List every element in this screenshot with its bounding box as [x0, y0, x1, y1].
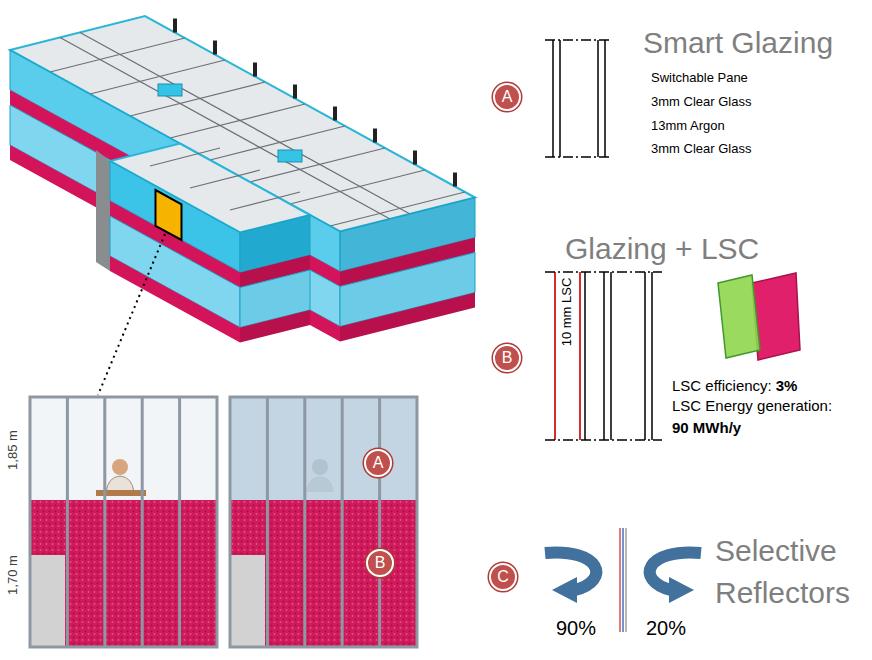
spec-value: 90 MWh/y [672, 419, 741, 436]
lsc-panel [230, 500, 417, 647]
section-heading: Selective Reflectors [715, 530, 865, 614]
reflector-line [622, 528, 624, 632]
mullions [267, 397, 379, 647]
building-model [10, 16, 475, 395]
layer-label: 13mm Argon [651, 119, 725, 134]
person-shadow [306, 476, 334, 492]
callout-circle: B [493, 344, 521, 372]
glazing-clear [30, 397, 217, 500]
person-shadow [312, 459, 328, 475]
callout-circle: A [364, 449, 392, 477]
reflector-section [545, 528, 701, 632]
person-body [106, 476, 134, 492]
spec-value: 3% [776, 377, 798, 394]
grey-panel [30, 555, 65, 647]
layer-label: Switchable Pane [651, 71, 748, 86]
callout-letter: C [497, 569, 509, 585]
mullions [67, 397, 179, 647]
percentage-label: 20% [646, 617, 686, 640]
arrow-head [552, 577, 577, 603]
percentage-label: 90% [556, 617, 596, 640]
arrow-head [669, 577, 694, 603]
layer-label: 3mm Clear Glass [651, 142, 751, 157]
leader-dotted [98, 234, 165, 395]
lsc-sheet-green [718, 275, 760, 358]
magenta-band [340, 293, 475, 342]
magenta-band [110, 256, 240, 343]
frame [230, 397, 417, 647]
frame [30, 397, 217, 647]
callout-circle: A [493, 83, 521, 111]
spec-label: LSC efficiency: [672, 377, 772, 394]
person-head [112, 459, 128, 475]
section-cut [545, 272, 662, 440]
dimension-label: 1,70 m [6, 555, 21, 595]
glazing-tinted [230, 397, 417, 500]
dimension-label: 10 mm LSC [560, 278, 575, 347]
lsc-lines [555, 272, 580, 440]
skylight [278, 150, 302, 162]
columns [175, 19, 455, 187]
service-core [96, 150, 110, 271]
callout-letter: B [502, 350, 513, 366]
pane-lines [585, 272, 652, 440]
callout-letter: A [373, 455, 384, 471]
lsc-panel [30, 500, 217, 647]
magenta-band [240, 310, 310, 343]
dimension-label: 1,85 m [6, 430, 21, 470]
callout-letter: B [375, 555, 386, 571]
lsc-section [545, 272, 662, 440]
spec-label: LSC Energy generation: [672, 397, 832, 414]
grey-panel [230, 555, 265, 647]
pane-lines [553, 40, 605, 157]
callout-letter: A [502, 89, 513, 105]
smart-glazing-section [545, 40, 612, 157]
layer-label: 3mm Clear Glass [651, 95, 751, 110]
reflector-line [625, 528, 627, 632]
callout-circle: B [366, 549, 394, 577]
section-heading: Smart Glazing [643, 26, 833, 61]
section-heading: Glazing + LSC [565, 232, 759, 267]
facade-panel-left [30, 397, 217, 647]
reflector-line [619, 528, 621, 632]
highlight-square [156, 190, 182, 240]
callout-circle: C [489, 563, 517, 591]
section-cut [545, 40, 612, 157]
skylight [158, 84, 182, 96]
facade-panel-right [230, 397, 417, 647]
